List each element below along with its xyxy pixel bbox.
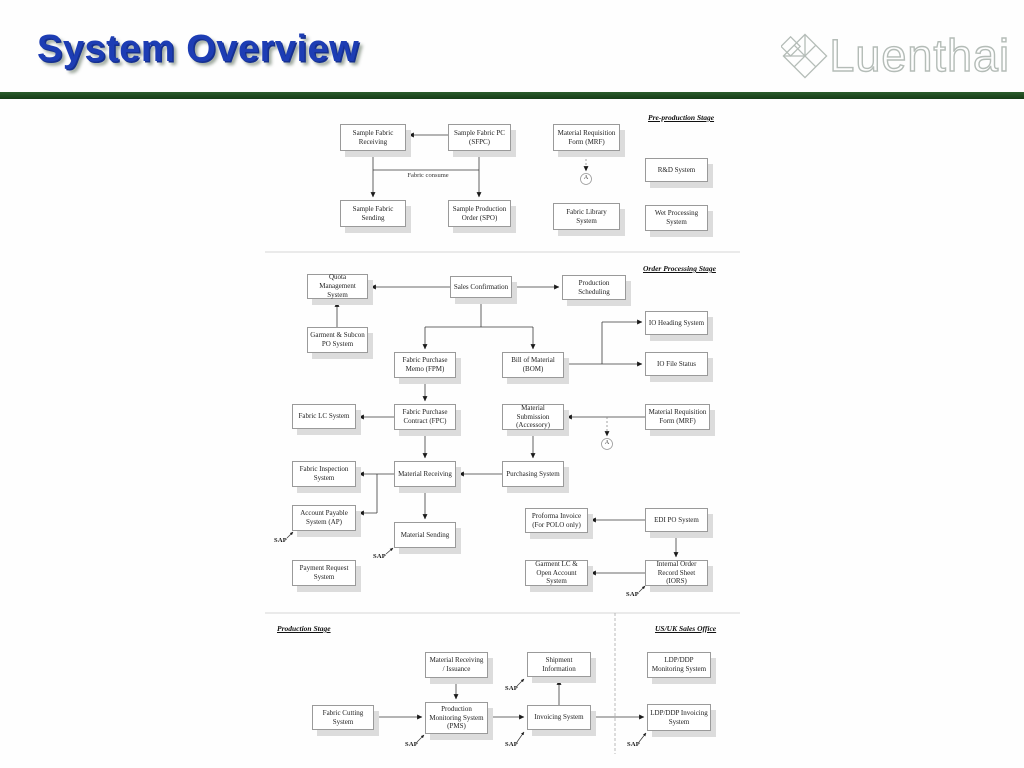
node-material-sending: Material Sending [394, 522, 456, 548]
node-fabric-lc-system: Fabric LC System [292, 404, 356, 429]
node-invoicing-system: Invoicing System [527, 705, 591, 730]
node-sample-fabric-pc: Sample Fabric PC (SFPC) [448, 124, 511, 151]
sap-label-invoicing-system: SAP [505, 741, 518, 748]
node-fabric-cutting-system: Fabric Cutting System [312, 705, 374, 730]
page-title: System Overview [37, 28, 360, 70]
connector-a-circle-1 [580, 173, 592, 185]
node-sample-fabric-receiving: Sample Fabric Receiving [340, 124, 406, 151]
sap-label-ldp-ddp-invoicing: SAP [627, 741, 640, 748]
node-bill-of-material: Bill of Material (BOM) [502, 352, 564, 378]
node-sample-production-order: Sample Production Order (SPO) [448, 200, 511, 227]
heading-pre-production-stage: Pre-production Stage [648, 113, 715, 122]
node-fabric-library-system: Fabric Library System [553, 203, 620, 230]
node-material-requisition-form-1: Material Requisition Form (MRF) [553, 124, 620, 151]
node-production-monitoring-system: Production Monitoring System (PMS) [425, 702, 488, 734]
connector-a-circle-2 [601, 438, 613, 450]
connector-a-label-2: A [604, 440, 610, 446]
header-divider-bar [0, 92, 1024, 99]
luenthai-logo: Luenthai [781, 29, 1010, 82]
node-fabric-purchase-contract: Fabric Purchase Contract (FPC) [394, 404, 456, 430]
node-ldp-ddp-monitoring-system: LDP/DDP Monitoring System [647, 652, 711, 678]
sap-label-iors: SAP [626, 591, 639, 598]
node-purchasing-system: Purchasing System [502, 461, 564, 487]
luenthai-logo-icon [781, 33, 828, 79]
node-ldp-ddp-invoicing-system: LDP/DDP Invoicing System [647, 704, 711, 731]
sap-label-pms: SAP [405, 741, 418, 748]
node-sample-fabric-sending: Sample Fabric Sending [340, 200, 406, 227]
node-payment-request-system: Payment Request System [292, 560, 356, 586]
node-edi-po-system: EDI PO System [645, 508, 708, 532]
node-material-receiving-issuance: Material Receiving / Issuance [425, 652, 488, 678]
connector-a-label-1: A [583, 175, 589, 181]
heading-production-stage: Production Stage [277, 624, 331, 633]
node-material-requisition-form-2: Material Requisition Form (MRF) [645, 404, 710, 430]
heading-us-uk-sales-office: US/UK Sales Office [655, 624, 717, 633]
node-garment-lc-open-account: Garment LC & Open Account System [525, 560, 588, 586]
fabric-consume-label: Fabric consume [407, 172, 449, 179]
sap-label-account-payable: SAP [274, 537, 287, 544]
node-sales-confirmation: Sales Confirmation [450, 276, 512, 298]
sap-label-shipment-information: SAP [505, 685, 518, 692]
node-garment-subcon-po-system: Garment & Subcon PO System [307, 327, 368, 353]
node-fabric-purchase-memo: Fabric Purchase Memo (FPM) [394, 352, 456, 378]
node-production-scheduling: Production Scheduling [562, 275, 626, 300]
node-internal-order-record-sheet: Internal Order Record Sheet (IORS) [645, 560, 708, 586]
sap-label-material-sending: SAP [373, 553, 386, 560]
node-account-payable-system: Account Payable System (AP) [292, 505, 356, 531]
node-quota-management-system: Quota Management System [307, 273, 368, 299]
node-material-receiving: Material Receiving [394, 461, 456, 487]
node-rnd-system: R&D System [645, 158, 708, 182]
node-fabric-inspection-system: Fabric Inspection System [292, 461, 356, 487]
node-proforma-invoice: Proforma Invoice (For POLO only) [525, 508, 588, 533]
node-shipment-information: Shipment Information [527, 652, 591, 677]
heading-order-processing-stage: Order Processing Stage [643, 264, 716, 273]
luenthai-logo-text: Luenthai [829, 29, 1010, 81]
node-io-file-status: IO File Status [645, 352, 708, 376]
node-material-submission: Material Submission (Accessory) [502, 404, 564, 430]
node-wet-processing-system: Wet Processing System [645, 205, 708, 231]
node-io-heading-system: IO Heading System [645, 311, 708, 335]
